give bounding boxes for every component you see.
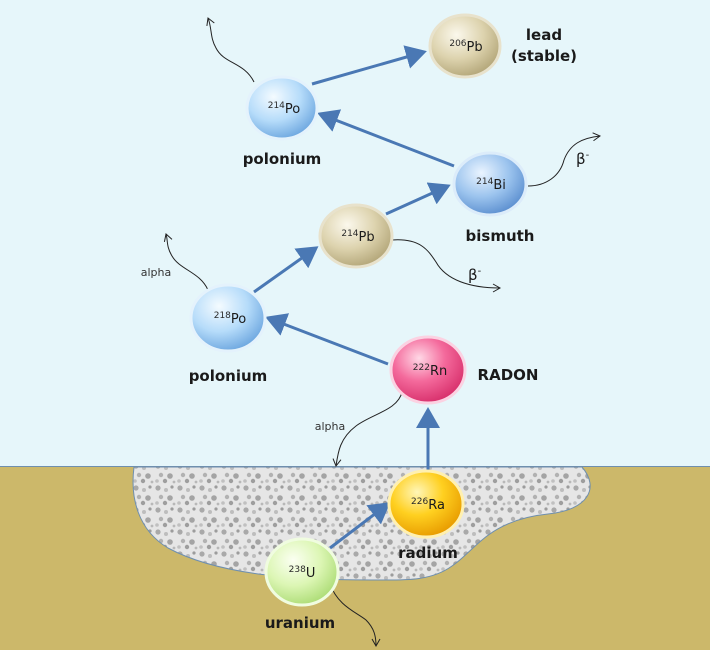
nuclide-ra226-label: 226Ra — [411, 497, 445, 513]
nuclide-pb206-label: 206Pb — [449, 39, 482, 55]
label-alpha-rn222: alpha — [315, 420, 346, 433]
label-polonium-218: polonium — [189, 367, 268, 385]
decay-arrow-po214-pb206 — [311, 45, 427, 86]
nuclide-u238: 238U — [264, 537, 340, 607]
label-polonium-214: polonium — [243, 150, 322, 168]
decay-arrow-u238-ra226 — [329, 502, 391, 550]
emission-rn222-alpha — [332, 391, 403, 467]
decay-arrow-po218-pb214 — [253, 246, 319, 294]
nuclide-ra226: 226Ra — [387, 469, 465, 539]
nuclide-po214-label: 214Po — [268, 101, 301, 117]
emission-po214 — [206, 17, 255, 83]
label-beta-bi214: β- — [576, 150, 590, 168]
label-uranium: uranium — [265, 614, 335, 632]
label-radium: radium — [398, 544, 458, 562]
emission-bi214-beta — [527, 132, 602, 187]
label-lead: lead — [526, 26, 562, 44]
nuclide-po214: 214Po — [245, 75, 319, 141]
nuclide-pb206: 206Pb — [428, 13, 502, 79]
decay-arrow-bi214-po214 — [317, 109, 455, 168]
nuclide-pb214-label: 214Pb — [341, 229, 374, 245]
decay-arrow-pb214-bi214 — [385, 182, 451, 216]
label-alpha-po218: alpha — [141, 266, 172, 279]
nuclide-rn222-label: 222Rn — [413, 363, 447, 379]
label-beta-pb214: β- — [468, 266, 482, 284]
emission-po218-alpha — [163, 233, 209, 291]
nuclide-pb214: 214Pb — [318, 203, 394, 269]
nuclide-po218: 218Po — [189, 283, 267, 353]
label-lead-stable: (stable) — [511, 47, 577, 65]
emission-pb214-beta — [391, 239, 502, 293]
nuclide-bi214: 214Bi — [452, 151, 528, 217]
decay-arrow-rn222-po218 — [265, 313, 389, 366]
nuclide-u238-label: 238U — [289, 565, 316, 581]
emission-u238 — [329, 583, 381, 648]
nuclide-bi214-label: 214Bi — [476, 177, 506, 193]
label-radon: RADON — [478, 366, 539, 384]
label-bismuth: bismuth — [466, 227, 535, 245]
nuclide-rn222: 222Rn — [389, 335, 467, 405]
nuclide-po218-label: 218Po — [214, 311, 247, 327]
